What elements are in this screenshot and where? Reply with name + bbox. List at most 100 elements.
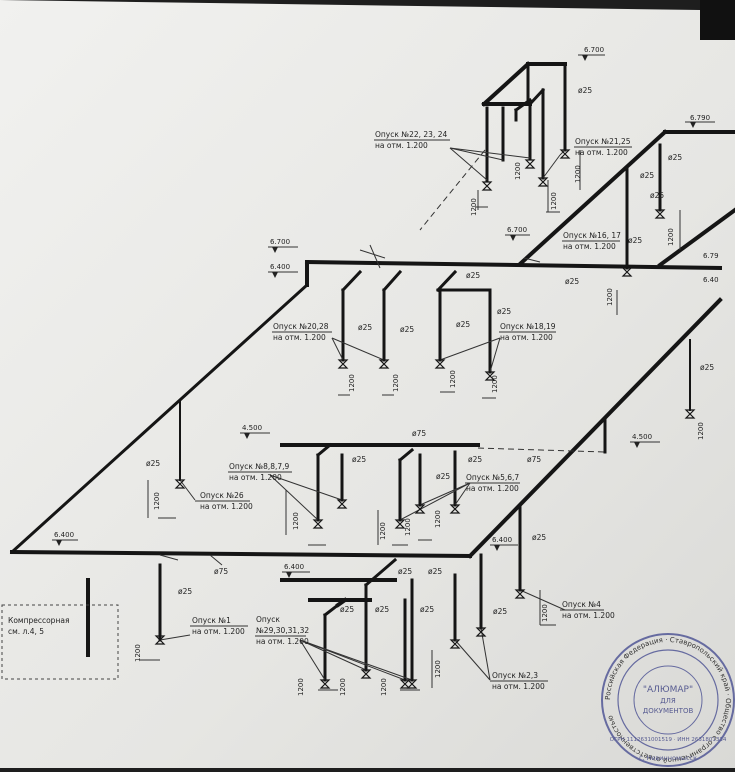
diameter-label: ø25 [146,459,160,468]
level-label: 6.400 [492,536,512,544]
manifold-4500 [280,416,607,546]
bottom-level [86,503,556,691]
stamp-line-3: ДОКУМЕНТОВ [643,707,694,715]
height-label: 1200 [606,288,614,306]
middle-platform [9,244,723,559]
height-label: 1200 [697,422,705,440]
height-label: 1200 [574,165,582,183]
level-label: 6.700 [584,46,604,54]
diameter-label: ø25 [493,607,507,616]
diameter-label: ø25 [436,472,450,481]
stamp-city: г. Невинномысск [639,754,697,762]
drop-label-title: Опуск №21,25 [575,137,631,146]
height-label: 1200 [404,518,412,536]
height-label: 1200 [134,644,142,662]
level-label: 6.400 [54,531,74,539]
drop-label-title: Опуск №16, 17 [563,231,621,240]
drop-label-title: Опуск №2,3 [492,671,538,680]
compressor-room-frame [1,604,119,680]
stamp-company-name: "АЛЮМАР" [643,685,693,695]
height-label: 1200 [449,370,457,388]
diameter-label: ø25 [668,153,682,162]
drop-label-title: Опуск №1 [192,616,231,625]
level-label: 6.700 [270,238,290,246]
drop-label-sub: на отм. 1.200 [466,484,519,493]
height-label: 1200 [348,374,356,392]
level-label: 6.79 [703,252,719,260]
diameter-label: ø25 [578,86,592,95]
level-label: 6.400 [284,563,304,571]
drop-label-title: Опуск [256,615,280,624]
drop-label-sub: на отм. 1.200 [500,333,553,342]
diameter-label: ø25 [352,455,366,464]
height-label: 1200 [292,512,300,530]
upper-block [419,61,735,315]
height-label: 1200 [541,604,549,622]
diameter-label: ø25 [497,307,511,316]
diameter-label: ø25 [468,455,482,464]
drop-label-sub: на отм. 1.200 [575,148,628,157]
drop-label-title: Опуск №18,19 [500,322,556,331]
leader-lines [159,147,566,681]
compressor-room-ref: см. л.4, 5 [8,627,44,636]
diameter-label: ø25 [456,320,470,329]
drop-label-sub: на отм. 1.200 [492,682,545,691]
drop-label-sub: на отм. 1.200 [563,242,616,251]
valve-symbols[interactable] [154,149,696,689]
diameter-label: ø25 [358,323,372,332]
diameter-label: ø25 [398,567,412,576]
diameter-label: ø75 [527,455,541,464]
compressor-room-label: Компрессорная [8,616,69,625]
height-label: 1200 [392,374,400,392]
monitor-corner [700,0,735,40]
height-label: 1200 [667,228,675,246]
diameter-label: ø25 [628,236,642,245]
drop-label-title-2: №29,30,31,32 [256,626,309,635]
drop-label-title: Опуск №22, 23, 24 [375,130,447,139]
drop-labels: Опуск №22, 23, 24 на отм. 1.200 Опуск №2… [190,130,632,691]
drop-label-title: Опуск №4 [562,600,601,609]
diameter-label: ø75 [412,429,426,438]
diameter-label: ø25 [565,277,579,286]
diameter-label: ø25 [428,567,442,576]
diameter-label: ø25 [375,605,389,614]
drop-label-title: Опуск №5,6,7 [466,473,519,482]
diameter-label: ø25 [340,605,354,614]
stamp-line-2: ДЛЯ [660,697,676,705]
drop-label-sub: на отм. 1.200 [256,637,309,646]
height-label: 1200 [297,678,305,696]
height-label: 1200 [380,678,388,696]
drop-label-title: Опуск №8,8,7,9 [229,462,290,471]
diameter-label: ø25 [650,191,664,200]
height-label: 1200 [339,678,347,696]
stamp-inner-text: ОГРН 1112631001519 · ИНН 2631801334 [610,737,727,743]
diameter-label: ø25 [700,363,714,372]
level-label: 6.40 [703,276,719,284]
drop-label-sub: на отм. 1.200 [192,627,245,636]
level-label: 6.790 [690,114,710,122]
height-label: 1200 [470,198,478,216]
diameter-label: ø25 [466,271,480,280]
diameter-label: ø25 [640,171,654,180]
height-label: 1200 [379,522,387,540]
height-dimensions: 1200 1200 1200 1200 1200 1200 1200 1200 … [134,162,705,696]
drop-label-sub: на отм. 1.200 [229,473,282,482]
drop-label-sub: на отм. 1.200 [200,502,253,511]
drop-label-sub: на отм. 1.200 [375,141,428,150]
level-label: 4.500 [632,433,652,441]
level-labels: 6.700 6.790 6.700 6.700 6.400 6.79 6.40 … [54,46,719,571]
diameter-label: ø25 [420,605,434,614]
drop-label-sub: на отм. 1.200 [273,333,326,342]
diameter-label: ø25 [400,325,414,334]
height-label: 1200 [153,492,161,510]
drop-label-sub: на отм. 1.200 [562,611,615,620]
level-label: 6.400 [270,263,290,271]
height-label: 1200 [514,162,522,180]
level-marks [52,54,715,578]
drop-label-title: Опуск №20,28 [273,322,329,331]
drop-label-title: Опуск №26 [200,491,244,500]
height-label: 1200 [434,660,442,678]
